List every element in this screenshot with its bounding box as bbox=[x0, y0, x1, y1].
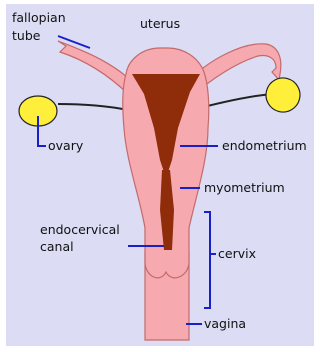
label-cervix: cervix bbox=[218, 246, 256, 261]
label-endometrium: endometrium bbox=[222, 138, 307, 153]
label-ovary: ovary bbox=[48, 138, 83, 153]
label-endocervical-canal-line2: canal bbox=[40, 239, 74, 254]
label-vagina: vagina bbox=[204, 316, 246, 331]
label-endocervical-canal-line1: endocervical bbox=[40, 222, 120, 237]
label-fallopian-tube-line2: tube bbox=[12, 28, 40, 43]
label-uterus: uterus bbox=[140, 16, 180, 31]
label-myometrium: myometrium bbox=[204, 180, 285, 195]
label-fallopian-tube-line1: fallopian bbox=[12, 10, 66, 25]
